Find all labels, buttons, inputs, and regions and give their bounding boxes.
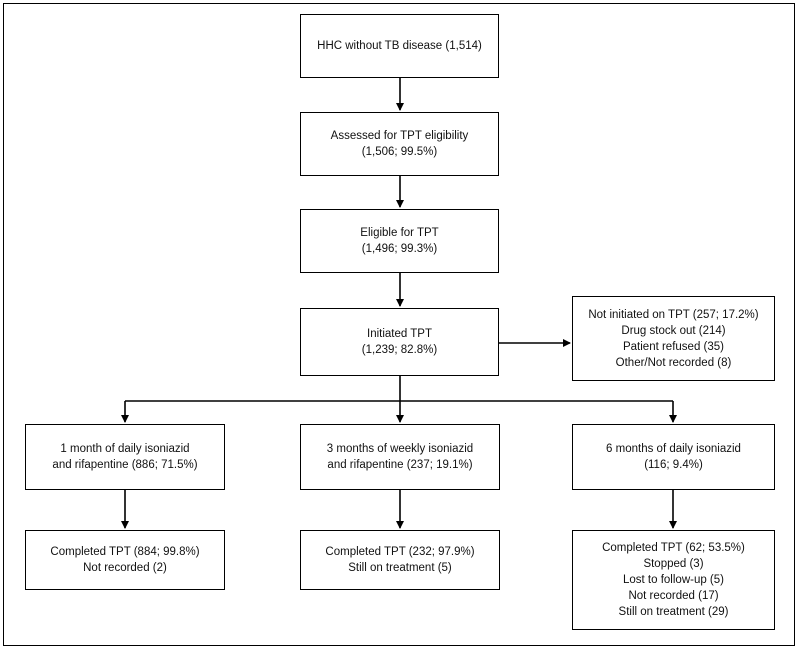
outcome-6h-line-5: Still on treatment (29) — [618, 606, 729, 618]
regimen-6h-line-1: 6 months of daily isoniazid — [606, 443, 741, 455]
outcome-6h-line-2: Stopped (3) — [643, 558, 704, 570]
initiated-box: Initiated TPT (1,239; 82.8%) — [300, 308, 499, 376]
regimen-3hp-box: 3 months of weekly isoniazid and rifapen… — [300, 424, 500, 490]
outcome-3hp-box: Completed TPT (232; 97.9%) Still on trea… — [300, 530, 500, 590]
regimen-3hp-line-2: and rifapentine (237; 19.1%) — [327, 459, 473, 471]
outcome-1hp-line-2: Not recorded (2) — [83, 562, 167, 574]
regimen-6h-box: 6 months of daily isoniazid (116; 9.4%) — [572, 424, 775, 490]
regimen-1hp-line-2: and rifapentine (886; 71.5%) — [52, 459, 198, 471]
not-initiated-box: Not initiated on TPT (257; 17.2%) Drug s… — [572, 296, 775, 381]
not-initiated-line-4: Other/Not recorded (8) — [615, 356, 732, 369]
regimen-3hp-line-1: 3 months of weekly isoniazid — [326, 443, 474, 455]
initiated-line-2: (1,239; 82.8%) — [361, 344, 438, 356]
outcome-1hp-line-1: Completed TPT (884; 99.8%) — [50, 546, 200, 558]
not-initiated-line-3: Patient refused (35) — [622, 340, 724, 353]
hhc-line-1: HHC without TB disease (1,514) — [317, 40, 482, 52]
eligible-line-2: (1,496; 99.3%) — [361, 243, 438, 255]
assessed-line-2: (1,506; 99.5%) — [361, 146, 438, 158]
outcome-3hp-line-2: Still on treatment (5) — [348, 562, 452, 574]
regimen-1hp-box: 1 month of daily isoniazid and rifapenti… — [25, 424, 225, 490]
outcome-3hp-line-1: Completed TPT (232; 97.9%) — [325, 546, 475, 558]
initiated-line-1: Initiated TPT — [367, 328, 432, 340]
regimen-1hp-line-1: 1 month of daily isoniazid — [60, 443, 190, 455]
assessed-box: Assessed for TPT eligibility (1,506; 99.… — [300, 112, 499, 176]
regimen-6h-line-2: (116; 9.4%) — [644, 459, 703, 471]
assessed-line-1: Assessed for TPT eligibility — [330, 130, 469, 142]
outcome-6h-line-3: Lost to follow-up (5) — [623, 574, 724, 586]
outcome-6h-line-1: Completed TPT (62; 53.5%) — [602, 542, 745, 554]
hhc-box: HHC without TB disease (1,514) — [300, 14, 499, 78]
not-initiated-line-2: Drug stock out (214) — [621, 324, 726, 337]
outcome-6h-box: Completed TPT (62; 53.5%) Stopped (3) Lo… — [572, 530, 775, 630]
eligible-box: Eligible for TPT (1,496; 99.3%) — [300, 209, 499, 273]
outcome-6h-line-4: Not recorded (17) — [628, 590, 719, 602]
not-initiated-line-1: Not initiated on TPT (257; 17.2%) — [588, 308, 759, 321]
eligible-line-1: Eligible for TPT — [360, 227, 439, 239]
outcome-1hp-box: Completed TPT (884; 99.8%) Not recorded … — [25, 530, 225, 590]
